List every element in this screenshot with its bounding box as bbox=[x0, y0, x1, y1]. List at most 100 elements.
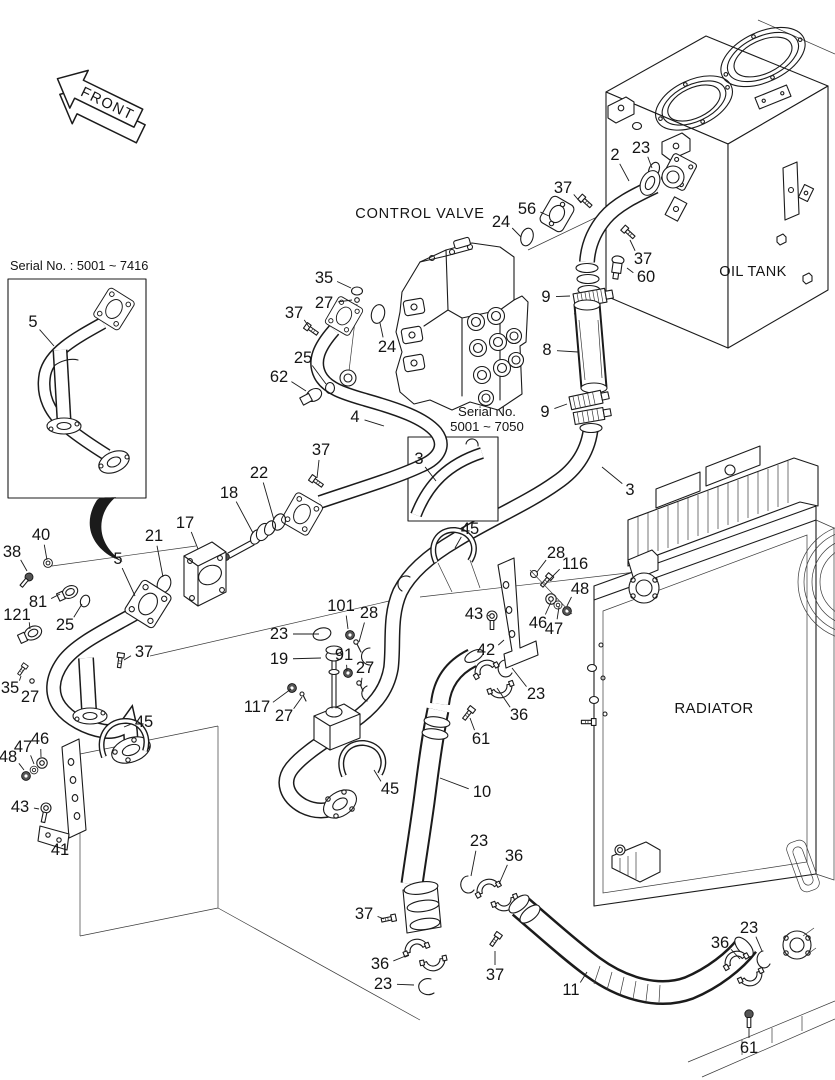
leader-line bbox=[18, 763, 25, 771]
part-number-37: 37 bbox=[285, 304, 303, 322]
part-number-37: 37 bbox=[312, 441, 330, 459]
part-number-25: 25 bbox=[294, 349, 312, 367]
part-number-42: 42 bbox=[477, 641, 495, 659]
pointer-swoosh bbox=[89, 497, 123, 562]
part-number-23: 23 bbox=[740, 919, 758, 937]
part-number-56: 56 bbox=[518, 200, 536, 218]
part-number-2: 2 bbox=[610, 146, 619, 164]
part-number-23: 23 bbox=[527, 685, 545, 703]
part-number-24: 24 bbox=[378, 338, 396, 356]
leader-line bbox=[511, 667, 527, 687]
leader-line bbox=[579, 971, 588, 983]
part-number-61: 61 bbox=[740, 1039, 758, 1057]
leader-line bbox=[554, 403, 568, 410]
part-number-37: 37 bbox=[554, 179, 572, 197]
leader-line bbox=[396, 983, 415, 986]
leader-line bbox=[156, 545, 164, 578]
part-number-38: 38 bbox=[3, 543, 21, 561]
plug-62 bbox=[299, 387, 323, 406]
return-elbow-and-hose bbox=[568, 161, 664, 426]
plug-121 bbox=[16, 625, 43, 644]
part-number-36: 36 bbox=[510, 706, 528, 724]
leader-line bbox=[755, 936, 763, 952]
leader-line bbox=[626, 267, 634, 274]
part-number-22: 22 bbox=[250, 464, 268, 482]
leader-line bbox=[293, 696, 303, 710]
fan-icon bbox=[797, 527, 835, 637]
part-number-18: 18 bbox=[220, 484, 238, 502]
leader-line bbox=[439, 777, 469, 790]
leader-line bbox=[360, 677, 363, 687]
part-number-27: 27 bbox=[315, 294, 333, 312]
flange-pipe4-end bbox=[279, 491, 325, 537]
part-number-37: 37 bbox=[355, 905, 373, 923]
leader-line bbox=[336, 281, 352, 289]
part-number-36: 36 bbox=[711, 934, 729, 952]
leader-line bbox=[30, 755, 35, 765]
leader-line bbox=[629, 239, 636, 251]
leader-line bbox=[555, 295, 571, 298]
part-number-36: 36 bbox=[371, 955, 389, 973]
leader-line bbox=[364, 419, 385, 427]
part-number-37: 37 bbox=[135, 643, 153, 661]
leader-line bbox=[316, 459, 320, 479]
part-number-48: 48 bbox=[0, 748, 17, 766]
oil-tank-label: OIL TANK bbox=[719, 264, 786, 280]
part-number-28: 28 bbox=[360, 604, 378, 622]
serial-a-label: Serial No. : 5001 ~ 7416 bbox=[10, 258, 148, 273]
leader-line bbox=[544, 601, 552, 615]
part-number-45: 45 bbox=[381, 780, 399, 798]
part-number-121: 121 bbox=[3, 606, 31, 624]
leader-line bbox=[601, 466, 623, 485]
leader-line bbox=[619, 163, 630, 182]
leader-line bbox=[28, 622, 31, 630]
part-number-23: 23 bbox=[470, 832, 488, 850]
part-number-27: 27 bbox=[356, 659, 374, 677]
leader-line bbox=[548, 568, 560, 581]
part-number-17: 17 bbox=[176, 514, 194, 532]
part-number-43: 43 bbox=[11, 798, 29, 816]
part-number-28: 28 bbox=[547, 544, 565, 562]
control-valve-drawing: CONTROL VALVE bbox=[355, 193, 594, 411]
leader-line bbox=[556, 350, 579, 353]
bolt-43 bbox=[40, 802, 52, 824]
leader-line bbox=[123, 655, 132, 661]
radiator-drawing: RADIATOR bbox=[580, 445, 835, 907]
bolt-61 bbox=[744, 1009, 754, 1029]
pipe-3-assembly bbox=[286, 424, 603, 819]
leader-line bbox=[511, 227, 522, 238]
radiator-label: RADIATOR bbox=[674, 700, 753, 717]
part-number-62: 62 bbox=[270, 368, 288, 386]
leader-line bbox=[358, 622, 365, 643]
part-number-61: 61 bbox=[472, 730, 490, 748]
part-number-46: 46 bbox=[529, 614, 547, 632]
part-number-3: 3 bbox=[414, 450, 423, 468]
part-number-37: 37 bbox=[634, 250, 652, 268]
leader-line bbox=[50, 593, 61, 599]
front-arrow: FRONT bbox=[56, 69, 146, 144]
leader-line bbox=[470, 850, 477, 877]
part-number-43: 43 bbox=[465, 605, 483, 623]
part-number-47: 47 bbox=[545, 620, 563, 638]
part-number-35: 35 bbox=[1, 679, 19, 697]
part-number-5: 5 bbox=[113, 550, 122, 568]
part-number-45: 45 bbox=[135, 713, 153, 731]
leader-line bbox=[20, 559, 28, 572]
leader-line bbox=[33, 807, 40, 810]
part-number-27: 27 bbox=[21, 688, 39, 706]
leader-line bbox=[311, 365, 327, 385]
leader-line bbox=[556, 606, 560, 620]
leader-line bbox=[573, 194, 582, 204]
part-number-81: 81 bbox=[29, 593, 47, 611]
leader-line bbox=[540, 211, 550, 217]
part-number-3: 3 bbox=[625, 481, 634, 499]
leader-line bbox=[337, 299, 353, 303]
oil-tank-drawing: OIL TANK bbox=[605, 19, 835, 349]
part-number-60: 60 bbox=[637, 268, 655, 286]
leader-line bbox=[424, 466, 437, 482]
part-number-8: 8 bbox=[542, 341, 551, 359]
part-number-116: 116 bbox=[562, 555, 588, 573]
leader-line bbox=[393, 954, 409, 962]
